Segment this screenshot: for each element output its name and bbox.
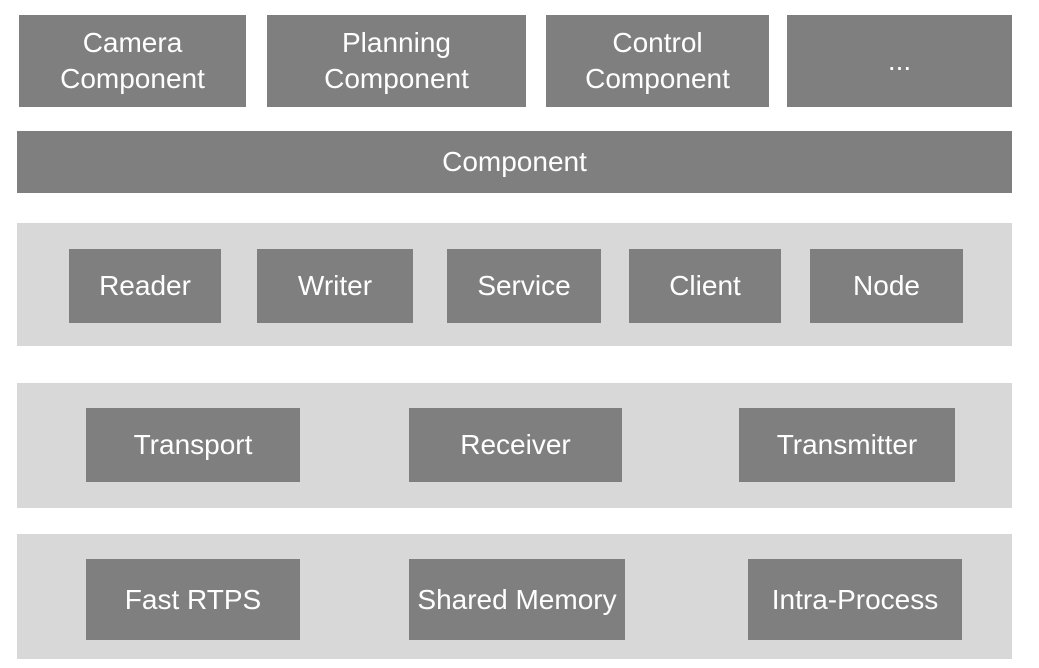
- transport-box: Transport: [86, 408, 300, 482]
- fast-rtps-box: Fast RTPS: [86, 559, 300, 640]
- planning-component-label: Planning Component: [324, 27, 469, 94]
- shared-memory-label: Shared Memory: [417, 583, 617, 615]
- control-component-box: Control Component: [546, 15, 769, 107]
- transport-layer-band: Transport Receiver Transmitter: [17, 383, 1012, 508]
- shared-memory-box: Shared Memory: [409, 559, 625, 640]
- client-box: Client: [629, 249, 781, 323]
- reader-label: Reader: [99, 270, 191, 301]
- control-component-label: Control Component: [585, 27, 730, 94]
- middleware-layer-band: Fast RTPS Shared Memory Intra-Process: [17, 534, 1012, 659]
- node-label: Node: [853, 270, 920, 301]
- fast-rtps-label: Fast RTPS: [124, 583, 262, 615]
- client-label: Client: [669, 270, 741, 301]
- node-box: Node: [810, 249, 963, 323]
- transport-label: Transport: [133, 429, 253, 460]
- receiver-box: Receiver: [409, 408, 622, 482]
- more-components-box: ...: [787, 15, 1012, 107]
- writer-label: Writer: [297, 270, 373, 301]
- reader-box: Reader: [69, 249, 221, 323]
- entities-layer-band: Reader Writer Service Client Node: [17, 223, 1012, 346]
- service-box: Service: [447, 249, 601, 323]
- writer-box: Writer: [257, 249, 413, 323]
- receiver-label: Receiver: [460, 429, 571, 460]
- camera-component-label: Camera Component: [60, 27, 205, 94]
- more-components-label: ...: [887, 45, 912, 76]
- planning-component-box: Planning Component: [267, 15, 526, 107]
- camera-component-box: Camera Component: [19, 15, 246, 107]
- intra-process-label: Intra-Process: [771, 583, 939, 615]
- transmitter-label: Transmitter: [776, 429, 918, 460]
- component-layer-bar: Component: [17, 131, 1012, 193]
- service-label: Service: [477, 270, 571, 301]
- transmitter-box: Transmitter: [739, 408, 955, 482]
- intra-process-box: Intra-Process: [748, 559, 962, 640]
- component-layer-label: Component: [442, 146, 587, 177]
